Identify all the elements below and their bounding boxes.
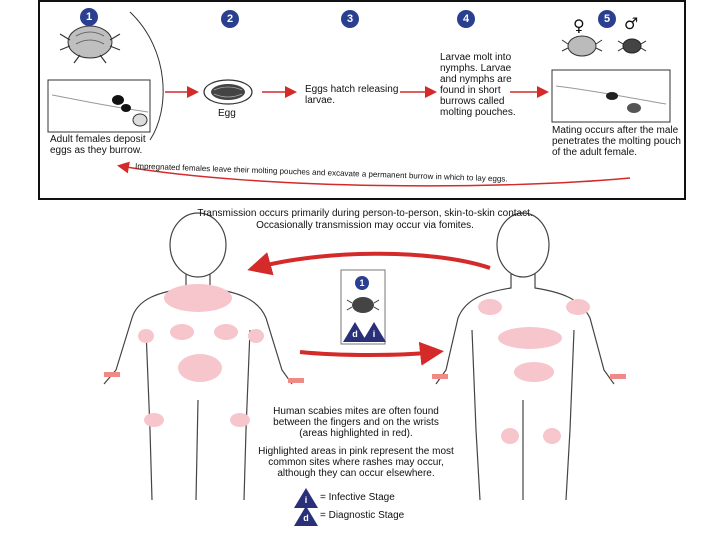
transmission-arrow-left: [247, 251, 491, 276]
female-symbol: ♀: [573, 16, 585, 35]
return-arrow: [117, 161, 631, 187]
center-badge-diagnostic: d: [343, 322, 367, 342]
burrow-curve: [129, 11, 164, 141]
legend-diagnostic-label: = Diagnostic Stage: [320, 510, 405, 521]
step-4-caption: Larvae molt into nymphs. Larvae and nymp…: [440, 52, 516, 118]
step-5-caption: Mating occurs after the male penetrates …: [552, 125, 681, 158]
center-stage-number: 1: [355, 276, 369, 290]
human-figure-front: [435, 212, 615, 501]
step-number-5: 5: [598, 10, 616, 28]
step-number-4: 4: [457, 10, 475, 28]
skin-inset-step5: [551, 69, 671, 123]
step-number-1: 1: [80, 8, 98, 26]
center-mite-illustration: [346, 297, 380, 313]
egg-illustration: [203, 79, 253, 105]
legend-infective-label: = Infective Stage: [320, 492, 395, 503]
transmission-text-1: Transmission occurs primarily during per…: [197, 208, 533, 219]
legend-diagnostic: d = Diagnostic Stage: [294, 506, 464, 526]
male-symbol: ♂: [624, 14, 639, 33]
male-mite-illustration: [617, 38, 647, 54]
center-badge-infective: i: [362, 322, 386, 342]
step-1-caption: Adult females deposit eggs as they burro…: [50, 134, 146, 156]
rash-areas-front: [432, 299, 626, 444]
step-number-3: 3: [341, 10, 359, 28]
rash-areas-back: [104, 284, 304, 427]
pink-note: Highlighted areas in pink represent the …: [258, 446, 454, 479]
transmission-arrow-right: [299, 341, 444, 366]
wrist-note: Human scabies mites are often found betw…: [273, 406, 439, 439]
legend-diagnostic-badge: d: [303, 513, 309, 523]
step-number-2: 2: [221, 10, 239, 28]
transmission-text-2: Occasionally transmission may occur via …: [256, 220, 474, 231]
skin-inset-step1: [47, 79, 151, 133]
female-mite-illustration: [561, 35, 603, 57]
adult-mite-illustration: [59, 25, 121, 64]
legend-infective-badge: i: [304, 495, 308, 505]
egg-label: Egg: [218, 108, 236, 119]
step-3-caption: Eggs hatch releasing larvae.: [305, 84, 399, 106]
legend-infective: i = Infective Stage: [294, 488, 464, 508]
